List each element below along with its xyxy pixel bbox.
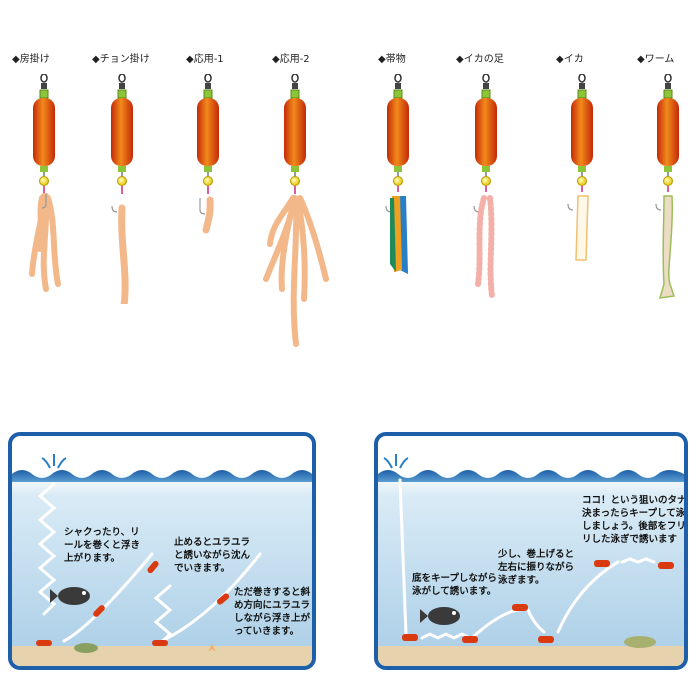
float-icon bbox=[387, 98, 409, 166]
seabed-icon bbox=[378, 646, 684, 666]
float-icon bbox=[657, 98, 679, 166]
rig-mini-icon bbox=[36, 560, 230, 646]
rig-chon bbox=[111, 74, 133, 304]
bead-icon bbox=[481, 176, 491, 186]
float-cap-icon bbox=[393, 89, 403, 99]
float-icon bbox=[571, 98, 593, 166]
float-cap-icon bbox=[39, 89, 49, 99]
swivel-icon bbox=[291, 74, 299, 89]
panel-right-text-1: 底をキープしながら 泳がして誘います。 bbox=[412, 573, 497, 597]
starfish-icon bbox=[208, 644, 216, 652]
float-icon bbox=[111, 98, 133, 166]
rig-label-ikaashi: ◆イカの足 bbox=[456, 54, 504, 65]
swivel-icon bbox=[40, 74, 48, 89]
panel-left-text-2: 止めるとユラユラ と誘いながら沈ん でいきます。 bbox=[174, 537, 251, 574]
bead-icon bbox=[39, 176, 49, 186]
rig-label-oyo2: ◆応用-2 bbox=[272, 54, 310, 65]
bait-squid-strip-icon bbox=[575, 195, 589, 261]
rig-label-kuchi: ◆房掛け bbox=[12, 54, 50, 65]
water-surface-icon bbox=[378, 470, 684, 482]
panel-right-scene bbox=[378, 454, 684, 666]
hook-icon bbox=[655, 203, 662, 211]
swivel-icon bbox=[578, 74, 586, 89]
panel-right-text-2: 少し、巻上げると 左右に振りながら 泳ぎます。 bbox=[498, 549, 575, 586]
hook-icon bbox=[567, 203, 574, 211]
rig-mini-icon bbox=[402, 560, 674, 643]
action-panel-left: シャクったり、リ ールを巻くと浮き 上がります。 止めるとユラユラ と誘いながら… bbox=[8, 432, 316, 670]
bait-worm-icon bbox=[29, 193, 61, 292]
swivel-icon bbox=[204, 74, 212, 89]
rockfish-icon bbox=[420, 607, 460, 625]
splash-icon bbox=[41, 454, 67, 469]
rig-worm bbox=[655, 74, 679, 299]
rig-oyo2 bbox=[263, 74, 329, 347]
float-cap-icon bbox=[203, 89, 213, 99]
rockfish-icon bbox=[50, 587, 90, 605]
swivel-icon bbox=[118, 74, 126, 89]
bead-icon bbox=[393, 176, 403, 186]
rig-obimono bbox=[385, 74, 409, 274]
panel-left-text-3: ただ巻きすると斜 め方向にユラユラ しながら浮き上が っていきます。 bbox=[234, 587, 311, 637]
rig-ikaashi bbox=[473, 74, 497, 299]
float-icon bbox=[197, 98, 219, 166]
bait-strip-icon bbox=[390, 196, 408, 274]
rig-label-oyo1: ◆応用-1 bbox=[186, 54, 224, 65]
bead-icon bbox=[290, 176, 300, 186]
panel-left-scene bbox=[12, 454, 312, 666]
rig-ika bbox=[567, 74, 593, 261]
float-cap-icon bbox=[290, 89, 300, 99]
rig-label-ika: ◆イカ bbox=[556, 54, 584, 65]
bait-worm-icon bbox=[202, 196, 214, 234]
hook-icon bbox=[111, 205, 118, 213]
float-cap-icon bbox=[481, 89, 491, 99]
bead-icon bbox=[663, 176, 673, 186]
rig-label-chon: ◆チョン掛け bbox=[92, 54, 150, 65]
panel-left-text-1: シャクったり、リ ールを巻くと浮き 上がります。 bbox=[64, 527, 141, 564]
hook-icon bbox=[473, 205, 480, 213]
water-surface-icon bbox=[12, 470, 312, 482]
rig-label-obimono: ◆帯物 bbox=[378, 54, 406, 65]
rock-icon bbox=[624, 636, 656, 648]
bait-worm-icon bbox=[118, 204, 129, 304]
hook-icon bbox=[41, 194, 47, 209]
panel-right-text-3: ココ！という狙いのタナが 決まったらキープして泳が しましょう。後部をフリフ リ… bbox=[582, 495, 688, 545]
rock-icon bbox=[74, 643, 98, 653]
hook-icon bbox=[199, 198, 206, 215]
seabed-icon bbox=[12, 646, 312, 666]
float-icon bbox=[475, 98, 497, 166]
bead-icon bbox=[117, 176, 127, 186]
float-cap-icon bbox=[117, 89, 127, 99]
rig-label-worm: ◆ワーム bbox=[637, 54, 675, 65]
float-icon bbox=[33, 98, 55, 166]
rig-kuchi bbox=[29, 74, 61, 292]
bait-squid-leg-icon bbox=[475, 195, 495, 299]
float-icon bbox=[284, 98, 306, 166]
swivel-icon bbox=[394, 74, 402, 89]
bead-icon bbox=[203, 176, 213, 186]
rig-oyo1 bbox=[197, 74, 219, 234]
action-panel-right: 底をキープしながら 泳がして誘います。 少し、巻上げると 左右に振りながら 泳ぎ… bbox=[374, 432, 688, 670]
float-cap-icon bbox=[663, 89, 673, 99]
bait-soft-worm-icon bbox=[658, 195, 675, 299]
bait-worm-icon bbox=[263, 195, 329, 347]
swivel-icon bbox=[664, 74, 672, 89]
float-cap-icon bbox=[577, 89, 587, 99]
splash-icon bbox=[383, 454, 409, 469]
swivel-icon bbox=[482, 74, 490, 89]
bead-icon bbox=[577, 176, 587, 186]
